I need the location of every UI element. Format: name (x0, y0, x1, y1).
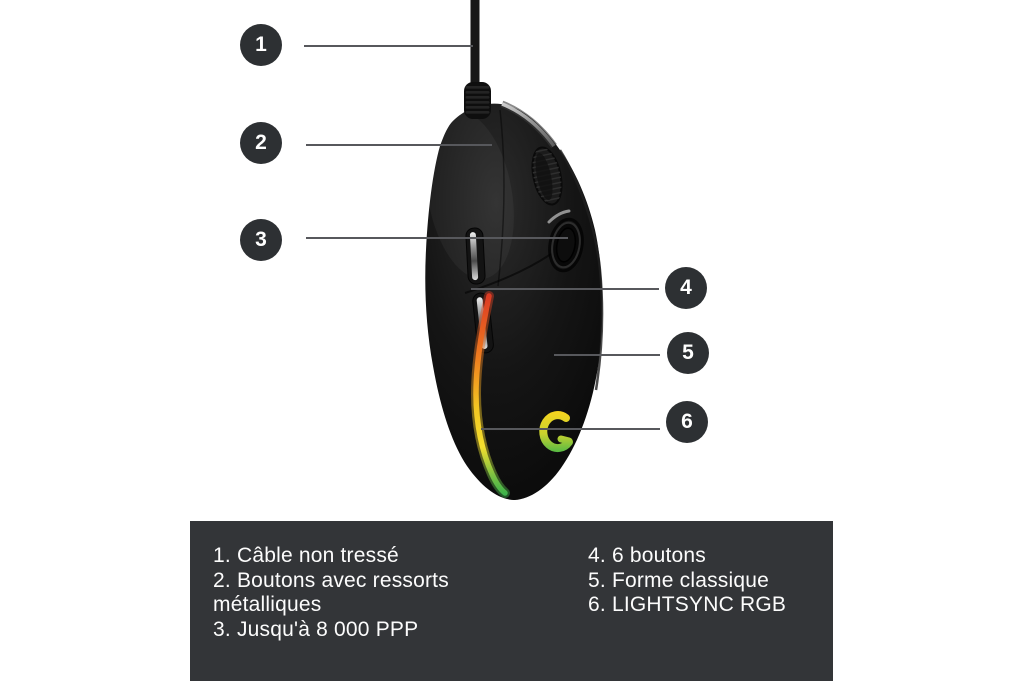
legend-box: 1. Câble non tressé 2. Boutons avec ress… (190, 521, 833, 681)
callout-badge-5: 5 (667, 332, 709, 374)
callout-badge-1: 1 (240, 24, 282, 66)
legend-column-right: 4. 6 boutons 5. Forme classique 6. LIGHT… (588, 544, 823, 618)
callout-number: 6 (681, 410, 693, 433)
rgb-light-strip (470, 291, 510, 498)
callout-number: 5 (682, 341, 694, 364)
callout-number: 2 (255, 131, 267, 154)
dpi-button (548, 217, 584, 273)
callout-badge-4: 4 (665, 267, 707, 309)
callout-line-4 (471, 288, 659, 290)
legend-item-2: 2. Boutons avec ressorts métalliques (213, 568, 449, 617)
mouse-body (425, 100, 604, 501)
mouse-cable (470, 0, 480, 88)
callout-line-3 (306, 237, 568, 239)
callout-badge-3: 3 (240, 219, 282, 261)
callout-line-6 (481, 428, 660, 430)
button-edge-highlight (501, 102, 556, 148)
scroll-wheel (527, 146, 566, 206)
callout-line-2 (306, 144, 492, 146)
legend-item-5: 5. Forme classique (588, 568, 770, 592)
legend-item-3: 3. Jusqu'à 8 000 PPP (213, 617, 419, 641)
wheel-base-highlight (547, 209, 571, 224)
callout-line-5 (554, 354, 660, 356)
legend-item-4: 4. 6 boutons (588, 544, 706, 567)
callout-number: 4 (680, 276, 692, 299)
callout-line-1 (304, 45, 473, 47)
legend-item-1: 1. Câble non tressé (213, 544, 399, 567)
legend-item-6: 6. LIGHTSYNC RGB (588, 593, 787, 616)
legend-column-left: 1. Câble non tressé 2. Boutons avec ress… (213, 544, 458, 642)
cable-strain-relief (464, 82, 491, 119)
product-figure: 1 2 3 4 5 6 1. Câble non tressé 2. Bouto… (190, 0, 833, 681)
callout-number: 1 (255, 33, 267, 56)
callout-badge-2: 2 (240, 122, 282, 164)
callout-number: 3 (255, 228, 267, 251)
logitech-g-logo (539, 411, 573, 453)
side-button-forward (465, 227, 486, 285)
callout-badge-6: 6 (666, 401, 708, 443)
